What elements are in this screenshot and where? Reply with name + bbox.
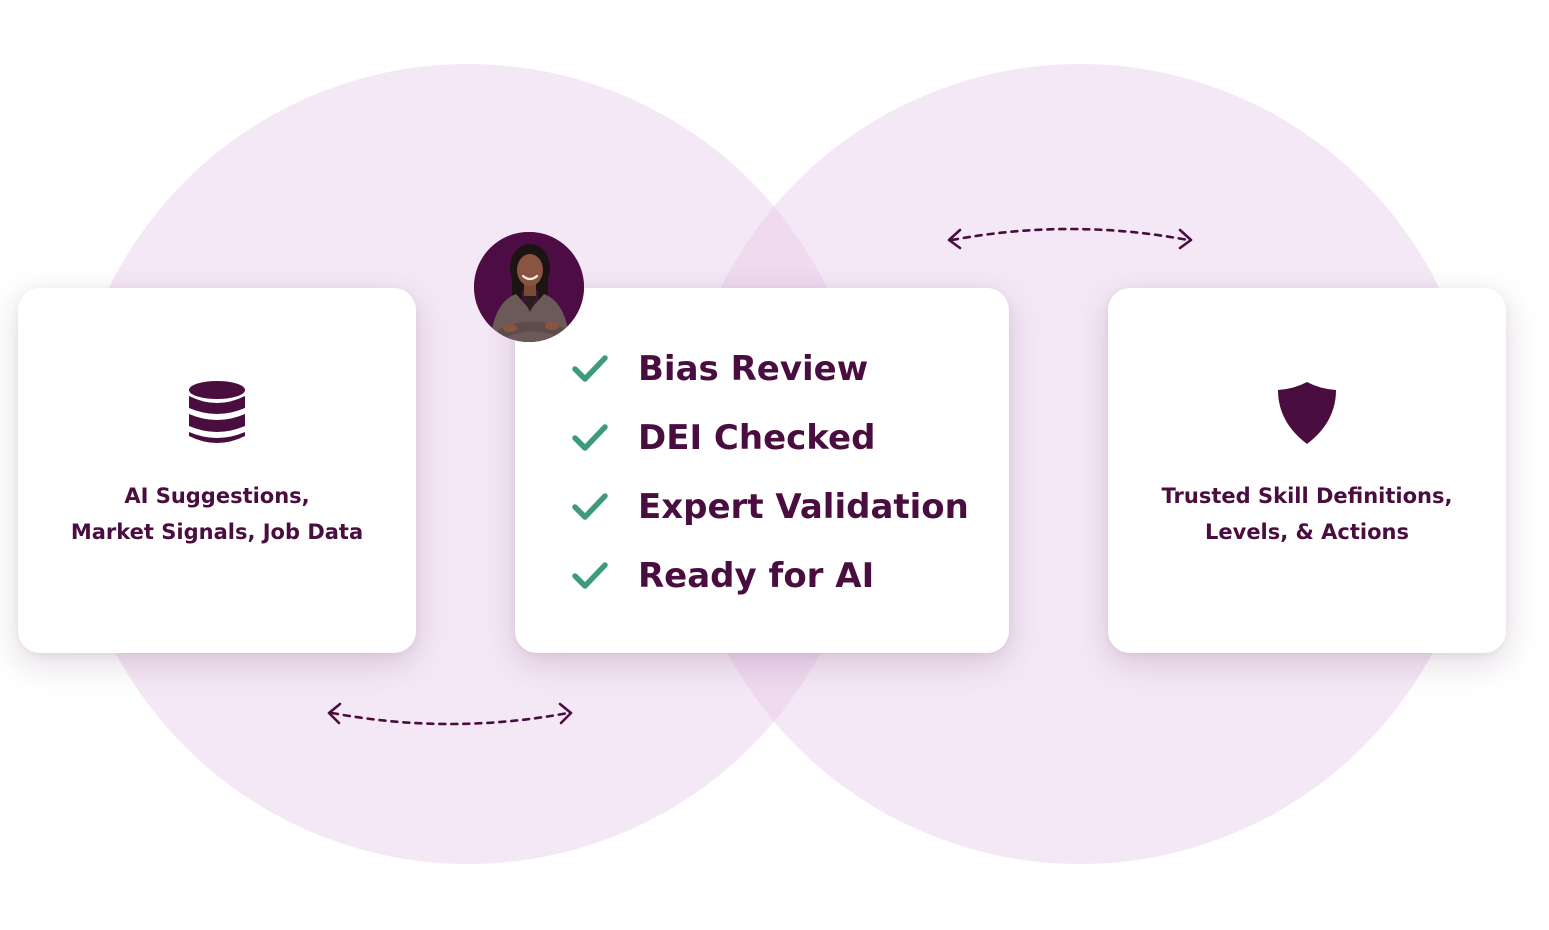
data-sources-line-1: AI Suggestions, (124, 484, 310, 508)
check-icon (572, 492, 608, 520)
check-icon (572, 423, 608, 451)
reviewer-portrait-icon (474, 232, 584, 342)
data-sources-line-2: Market Signals, Job Data (70, 520, 364, 544)
trusted-skills-line-1: Trusted Skill Definitions, (1161, 484, 1453, 508)
checklist-item: Expert Validation (570, 472, 969, 541)
checklist-item-label: Bias Review (638, 348, 869, 389)
data-sources-card: AI Suggestions, Market Signals, Job Data (18, 288, 416, 653)
checklist-item-label: Ready for AI (638, 555, 875, 596)
validation-card: Bias Review DEI Checked Expert Validatio… (515, 288, 1009, 653)
database-icon (189, 381, 245, 443)
checklist-item: DEI Checked (570, 403, 969, 472)
bidirectional-arrow-icon (947, 227, 1193, 250)
trusted-skills-text: Trusted Skill Definitions, Levels, & Act… (1108, 478, 1506, 550)
check-icon (572, 561, 608, 589)
checklist-item: Bias Review (570, 334, 969, 403)
shield-icon (1278, 382, 1336, 444)
checklist-item: Ready for AI (570, 541, 969, 610)
trusted-skills-card: Trusted Skill Definitions, Levels, & Act… (1108, 288, 1506, 653)
reviewer-avatar (474, 232, 584, 342)
data-sources-text: AI Suggestions, Market Signals, Job Data (18, 478, 416, 550)
check-icon (572, 354, 608, 382)
checklist-item-label: Expert Validation (638, 486, 969, 527)
trusted-skills-line-2: Levels, & Actions (1205, 520, 1409, 544)
validation-checklist: Bias Review DEI Checked Expert Validatio… (570, 334, 969, 610)
bidirectional-arrow-icon (327, 702, 573, 726)
checklist-item-label: DEI Checked (638, 417, 876, 458)
